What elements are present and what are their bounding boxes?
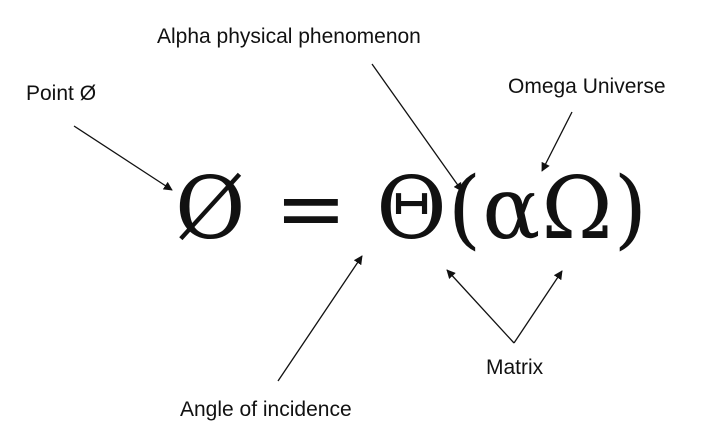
arrow-omega (541, 111, 573, 172)
arrow-matrix-right (513, 270, 563, 344)
arrow-matrix-left (446, 269, 515, 344)
alpha-label: Alpha physical phenomenon (157, 25, 421, 48)
arrow-angle (277, 255, 363, 382)
equation: Ø = Θ(αΩ) (175, 159, 649, 259)
omega-label: Omega Universe (508, 75, 666, 98)
angle-label: Angle of incidence (180, 398, 352, 421)
arrow-alpha (371, 63, 463, 192)
matrix-label: Matrix (486, 356, 544, 379)
arrow-point (73, 125, 173, 191)
point-label: Point Ø (26, 82, 97, 105)
